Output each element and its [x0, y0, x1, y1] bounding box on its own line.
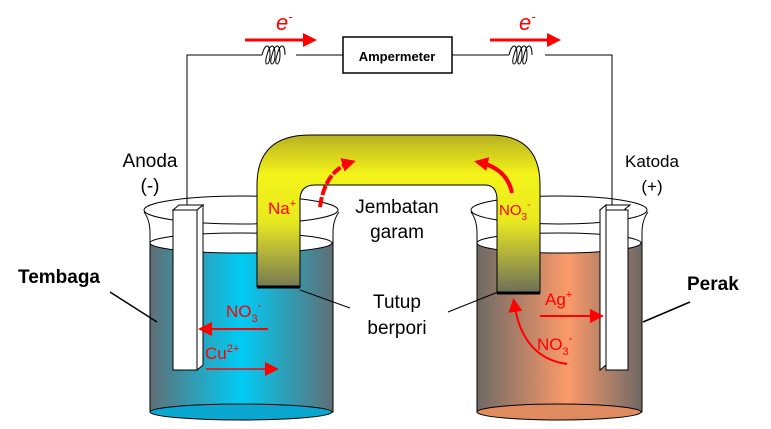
coil-right [508, 45, 533, 65]
no3-arrow-right [508, 298, 568, 365]
anoda-label: Anoda [123, 151, 178, 172]
cu-ion: Cu2+ [205, 343, 239, 363]
coil-left [261, 45, 286, 65]
cap-label-1: Tutup [373, 292, 421, 313]
ampermeter: Ampermeter [342, 36, 453, 74]
katoda-label: Katoda [625, 152, 679, 171]
bridge-label-1: Jembatan [355, 197, 438, 218]
ag-ion: Ag+ [545, 289, 572, 309]
salt-bridge [256, 134, 541, 294]
no3-ion-left: NO3- [226, 300, 262, 325]
bridge-arrow-left [318, 158, 356, 208]
electron-label-left: e- [276, 9, 293, 35]
copper-electrode [171, 203, 205, 372]
cap-leader-right [447, 291, 499, 313]
perak-leader [642, 301, 691, 323]
bridge-label-2: garam [370, 222, 424, 243]
ampermeter-label: Ampermeter [359, 49, 436, 64]
anoda-sign: (-) [141, 176, 160, 197]
no3-ion-bridge: NO3- [499, 200, 530, 223]
na-ion: Na+ [268, 198, 296, 218]
bridge-arrow-right [474, 157, 514, 194]
cap-label-2: berpori [367, 318, 426, 339]
cap-leader-left [299, 289, 351, 309]
no3-ion-right: NO3- [537, 333, 573, 358]
katoda-sign: (+) [641, 177, 662, 196]
silver-electrode [598, 203, 632, 372]
tembaga-label: Tembaga [18, 267, 100, 288]
perak-label: Perak [687, 274, 739, 295]
tembaga-leader [109, 291, 158, 323]
electron-label-right: e- [519, 9, 536, 35]
external-wire [186, 45, 613, 205]
